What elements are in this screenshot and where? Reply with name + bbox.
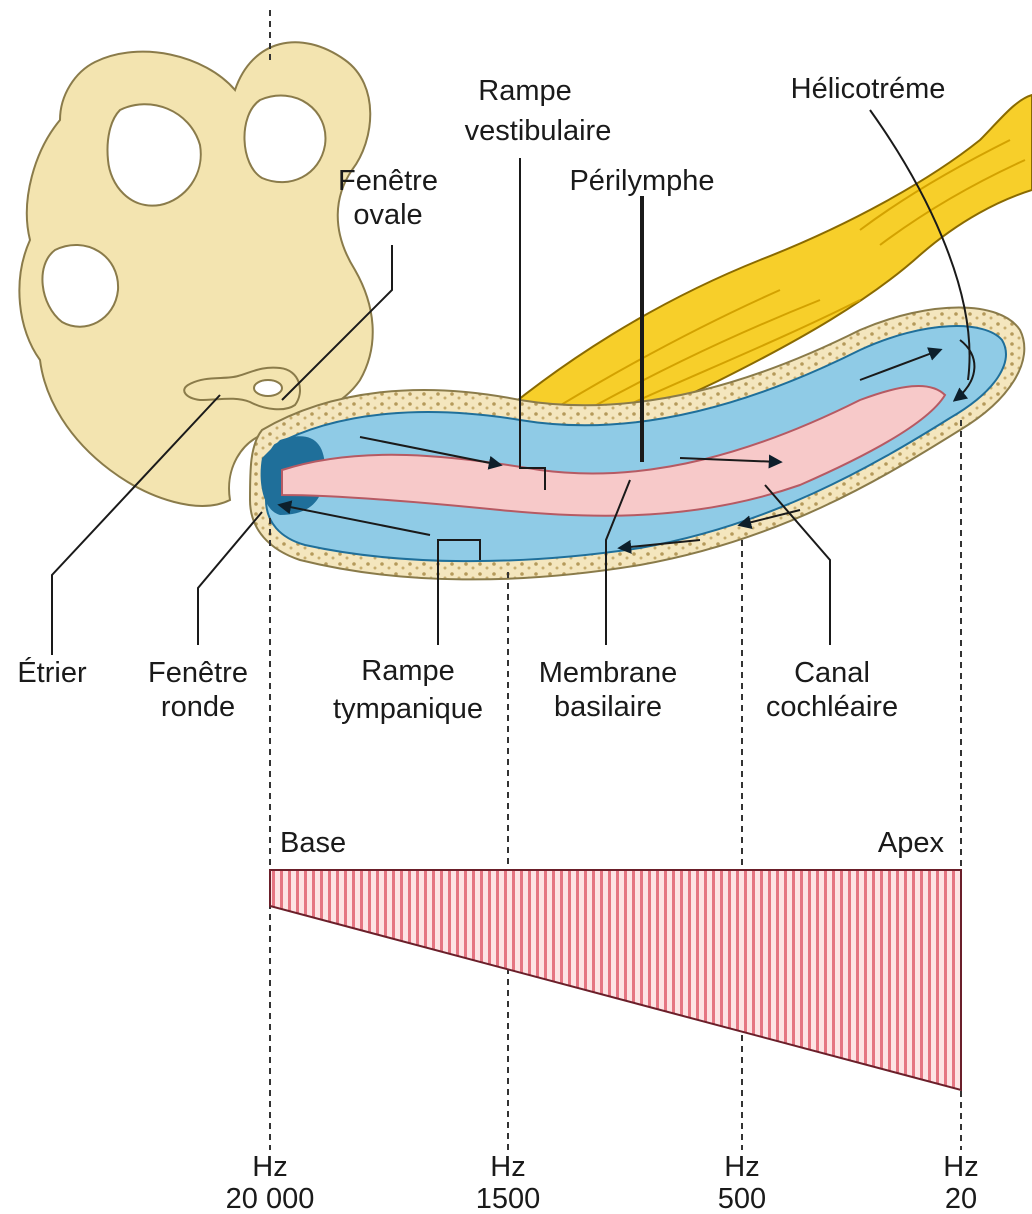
label-canal-cochleaire-2: cochléaire [766, 691, 898, 723]
label-etrier: Étrier [17, 656, 87, 689]
label-membrane-basilaire-1: Membrane [539, 657, 678, 689]
label-base: Base [280, 827, 346, 859]
tick-unit-20: Hz [943, 1151, 978, 1183]
basilar-width-wedge [270, 870, 961, 1090]
tick-value-20: 20 [945, 1183, 977, 1214]
tick-value-20000: 20 000 [226, 1183, 315, 1214]
label-rampe-vestibulaire-2: vestibulaire [465, 115, 612, 147]
label-membrane-basilaire-2: basilaire [554, 691, 662, 723]
label-rampe-vestibulaire-1: Rampe [478, 75, 572, 107]
label-rampe-tympanique-1: Rampe [361, 655, 455, 687]
label-fenetre-ovale-1: Fenêtre [338, 165, 438, 197]
label-fenetre-ronde-1: Fenêtre [148, 657, 248, 689]
label-perilymphe: Périlymphe [569, 165, 714, 197]
label-fenetre-ovale-2: ovale [353, 199, 422, 231]
tick-value-1500: 1500 [476, 1183, 541, 1214]
label-apex: Apex [878, 827, 945, 859]
label-helicotreme: Hélicotréme [791, 73, 946, 105]
label-fenetre-ronde-2: ronde [161, 691, 235, 723]
tick-unit-500: Hz [724, 1151, 759, 1183]
tick-unit-1500: Hz [490, 1151, 525, 1183]
label-canal-cochleaire-1: Canal [794, 657, 870, 689]
label-rampe-tympanique-2: tympanique [333, 693, 483, 725]
tick-value-500: 500 [718, 1183, 766, 1214]
tick-unit-20000: Hz [252, 1151, 287, 1183]
